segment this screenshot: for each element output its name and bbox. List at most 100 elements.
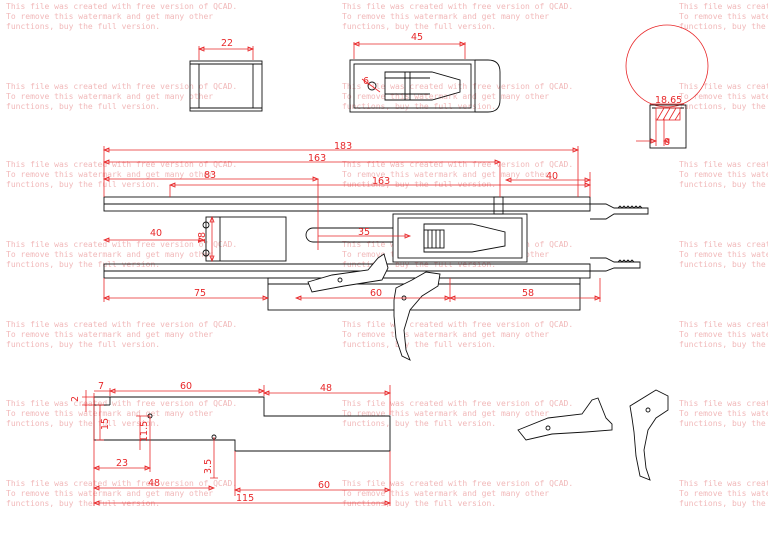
watermark-line: functions, buy the full version. [6, 260, 160, 269]
watermark-line: This file was created with free version … [679, 240, 768, 249]
dim-top-block-width: 22 [221, 38, 233, 49]
watermark-line: To remove this watermark and get many ot… [679, 12, 768, 21]
dim-circle-height: 8 [664, 137, 670, 148]
hammer-part [517, 397, 613, 441]
watermark-line: To remove this watermark and get many ot… [6, 170, 213, 179]
watermark-line: This file was created with free version … [679, 399, 768, 408]
watermark-tile: This file was created with free version … [679, 160, 768, 189]
circle-section-view [625, 24, 709, 149]
watermark-line: functions, buy the full version. [679, 102, 768, 111]
dim-slot-length: 35 [358, 227, 370, 238]
watermark-tile: This file was created with free version … [6, 479, 237, 508]
dim-part-left-height: 15 [100, 418, 111, 430]
watermark-line: functions, buy the full version. [342, 419, 496, 428]
watermark-line: functions, buy the full version. [342, 260, 496, 269]
watermark-line: functions, buy the full version. [342, 180, 496, 189]
stepped-part-dimensions [82, 385, 392, 506]
dim-rail-length: 83 [204, 170, 216, 181]
watermark-line: functions, buy the full version. [6, 102, 160, 111]
dim-right-offset: 40 [546, 171, 558, 182]
watermark-line: functions, buy the full version. [6, 499, 160, 508]
watermark-line: functions, buy the full version. [6, 419, 160, 428]
dim-part-overall-length: 115 [236, 493, 254, 504]
dim-part-lower-right: 60 [318, 480, 330, 491]
watermark-tile: This file was created with free version … [342, 160, 573, 189]
dim-frame-height: 18 [197, 232, 208, 244]
top-slot-view [349, 41, 501, 113]
watermark-tile: This file was created with free version … [679, 2, 768, 31]
watermark-line: This file was created with free version … [6, 320, 237, 329]
watermark-tile: This file was created with free version … [6, 320, 237, 349]
watermark-line: To remove this watermark and get many ot… [6, 12, 213, 21]
watermark-tile: This file was created with free version … [6, 399, 237, 428]
watermark-line: This file was created with free version … [342, 479, 573, 488]
dim-top-slot-length: 45 [411, 32, 423, 43]
watermark-tile: This file was created with free version … [342, 399, 573, 428]
dim-part-hole-offset: 23 [116, 458, 128, 469]
dim-part-hole2-height: 3.5 [203, 459, 214, 474]
watermark-line: functions, buy the full version. [342, 340, 496, 349]
watermark-tile: This file was created with free version … [679, 240, 768, 269]
watermark-line: This file was created with free version … [679, 479, 768, 488]
dim-part-hole-height: 11.5 [139, 421, 150, 442]
watermark-line: functions, buy the full version. [679, 260, 768, 269]
watermark-line: To remove this watermark and get many ot… [342, 12, 549, 21]
watermark-tile: This file was created with free version … [679, 82, 768, 111]
watermark-tile: This file was created with free version … [342, 479, 573, 508]
dim-slide-length: 163 [372, 176, 390, 187]
watermark-line: functions, buy the full version. [6, 22, 160, 31]
watermark-line: functions, buy the full version. [679, 22, 768, 31]
dim-left-inset: 40 [150, 228, 162, 239]
main-dimension-lines [102, 146, 602, 302]
watermark-tile: This file was created with free version … [342, 320, 573, 349]
dim-bottom-left: 75 [194, 288, 206, 299]
dim-trigger-zone: 60 [370, 288, 382, 299]
dim-inner-length: 163 [308, 153, 326, 164]
trigger-part [629, 389, 669, 481]
dim-part-lower-left: 48 [148, 478, 160, 489]
watermark-tile: This file was created with free version … [679, 479, 768, 508]
top-block-view [189, 46, 263, 112]
watermark-line: This file was created with free version … [6, 160, 237, 169]
watermark-line: To remove this watermark and get many ot… [6, 92, 213, 101]
dim-part-right-length: 48 [320, 383, 332, 394]
watermark-tile: This file was created with free version … [342, 82, 573, 111]
watermark-line: This file was created with free version … [679, 82, 768, 91]
watermark-line: To remove this watermark and get many ot… [342, 409, 549, 418]
watermark-line: This file was created with free version … [342, 160, 573, 169]
watermark-line: functions, buy the full version. [342, 22, 496, 31]
dim-circle-chord: 18.65 [655, 95, 682, 106]
dim-top-slot-hole: 6 [363, 76, 369, 87]
dim-part-top-length: 60 [180, 381, 192, 392]
dim-part-step-width: 7 [98, 381, 104, 392]
watermark-line: To remove this watermark and get many ot… [6, 489, 213, 498]
watermark-line: To remove this watermark and get many ot… [679, 489, 768, 498]
watermark-line: functions, buy the full version. [679, 340, 768, 349]
watermark-line: To remove this watermark and get many ot… [679, 92, 768, 101]
watermark-line: To remove this watermark and get many ot… [6, 409, 213, 418]
watermark-line: functions, buy the full version. [6, 340, 160, 349]
watermark-line: This file was created with free version … [6, 82, 237, 91]
watermark-tile: This file was created with free version … [6, 240, 237, 269]
watermark-tile: This file was created with free version … [679, 320, 768, 349]
watermark-line: functions, buy the full version. [6, 180, 160, 189]
watermark-line: This file was created with free version … [679, 2, 768, 11]
dim-overall-length: 183 [334, 141, 352, 152]
dim-bottom-right: 58 [522, 288, 534, 299]
watermark-line: This file was created with free version … [342, 2, 573, 11]
watermark-tile: This file was created with free version … [6, 82, 237, 111]
watermark-line: This file was created with free version … [6, 240, 237, 249]
watermark-line: This file was created with free version … [679, 160, 768, 169]
watermark-line: To remove this watermark and get many ot… [6, 330, 213, 339]
watermark-tile: This file was created with free version … [342, 2, 573, 31]
watermark-line: To remove this watermark and get many ot… [6, 250, 213, 259]
watermark-line: To remove this watermark and get many ot… [679, 250, 768, 259]
watermark-line: This file was created with free version … [6, 2, 237, 11]
watermark-tile: This file was created with free version … [6, 160, 237, 189]
main-assembly-view [103, 196, 649, 361]
watermark-line: functions, buy the full version. [342, 102, 496, 111]
watermark-tile: This file was created with free version … [679, 399, 768, 428]
watermark-line: To remove this watermark and get many ot… [342, 330, 549, 339]
